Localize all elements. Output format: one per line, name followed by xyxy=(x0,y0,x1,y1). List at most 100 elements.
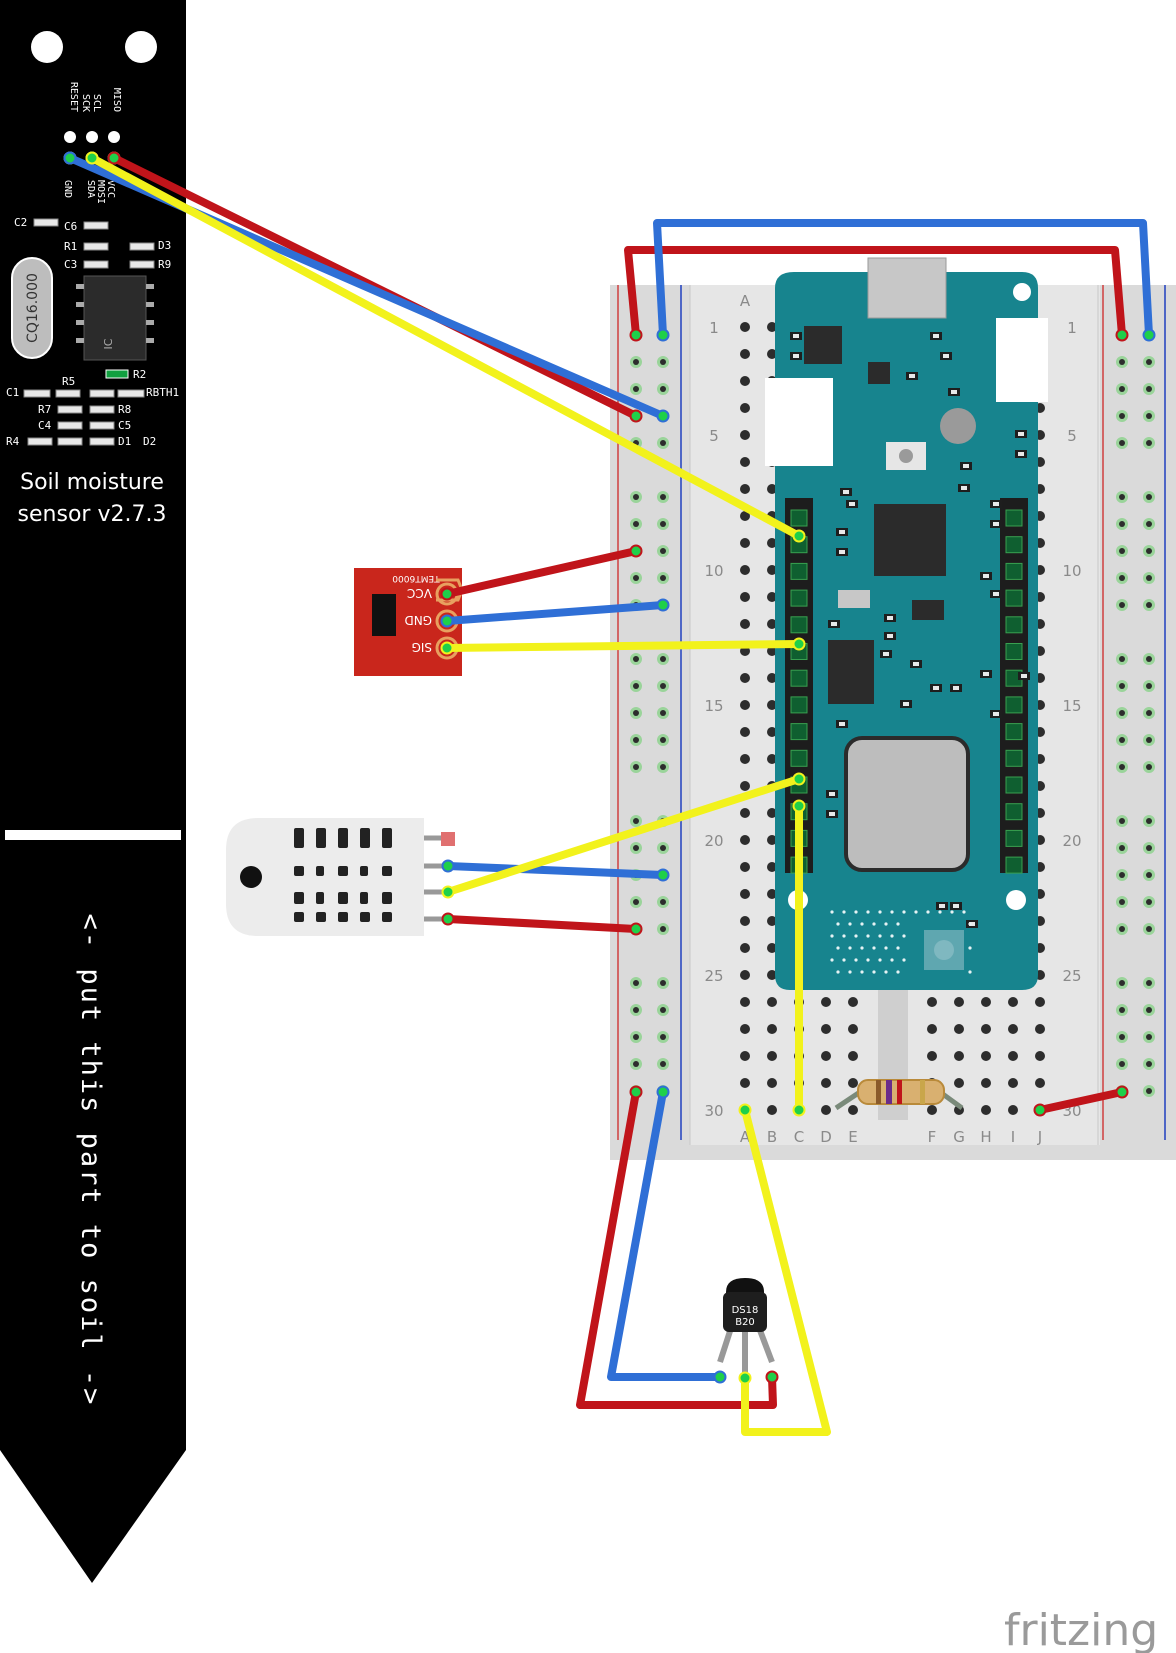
soil-line xyxy=(5,830,181,840)
rail-hole-center xyxy=(633,818,639,824)
rail-hole-center xyxy=(633,710,639,716)
breadboard-hole xyxy=(767,322,777,332)
row-number: 25 xyxy=(1062,967,1081,985)
wire-endpoint xyxy=(441,859,455,873)
rail-hole-center xyxy=(1146,872,1152,878)
wire-endpoint xyxy=(792,1103,806,1117)
board-white-label-left xyxy=(765,378,833,466)
column-label: C xyxy=(794,1128,804,1146)
component-label: RBTH1 xyxy=(146,386,179,399)
header-pin xyxy=(790,723,808,741)
header-pin xyxy=(1005,562,1023,580)
breadboard-hole xyxy=(1035,1078,1045,1088)
breadboard-hole xyxy=(848,997,858,1007)
breadboard-hole xyxy=(767,1105,777,1115)
mount-hole-left xyxy=(31,31,63,63)
smd-pad xyxy=(839,722,845,726)
rail-hole-center xyxy=(1119,548,1125,554)
dht-vent xyxy=(316,866,324,876)
breadboard-hole xyxy=(767,1078,777,1088)
wire-endpoint xyxy=(738,1103,752,1117)
rail-hole-center xyxy=(1119,413,1125,419)
column-label: A xyxy=(740,292,751,310)
rail-hole-center xyxy=(1146,1061,1152,1067)
smd-pad xyxy=(883,652,889,656)
rail-hole-center xyxy=(633,764,639,770)
board-via xyxy=(854,934,858,938)
smd-pad xyxy=(953,904,959,908)
smd-pad xyxy=(951,390,957,394)
ic-pin xyxy=(146,302,154,307)
rail-hole-center xyxy=(1146,926,1152,932)
smd-pad xyxy=(943,354,949,358)
header-pin xyxy=(1005,749,1023,767)
smd-pad xyxy=(953,686,959,690)
board-via xyxy=(866,910,870,914)
header-pin xyxy=(790,749,808,767)
rail-hole-center xyxy=(633,845,639,851)
breadboard-hole xyxy=(767,808,777,818)
board-via xyxy=(890,958,894,962)
breadboard-hole xyxy=(767,619,777,629)
breadboard-hole xyxy=(767,754,777,764)
wire-temt-gnd xyxy=(443,601,667,625)
soil-pin-label: SDA xyxy=(85,180,96,198)
breadboard-hole xyxy=(740,862,750,872)
header-pin xyxy=(1005,776,1023,794)
wire-endpoint xyxy=(1142,328,1156,342)
board-via xyxy=(896,946,900,950)
smd-pad xyxy=(993,592,999,596)
board-via xyxy=(878,934,882,938)
breadboard-hole xyxy=(848,1024,858,1034)
board-via xyxy=(968,922,972,926)
smd-pad xyxy=(993,502,999,506)
rail-hole-center xyxy=(633,1061,639,1067)
wire-endpoint xyxy=(441,885,455,899)
breadboard-hole xyxy=(740,403,750,413)
component-label: C2 xyxy=(14,216,27,229)
smd-pad xyxy=(829,812,835,816)
dht22-sensor xyxy=(226,818,455,936)
wire-ds18b20-gnd xyxy=(607,1088,724,1381)
soil-pin-label: MOSI xyxy=(95,180,106,204)
ic-pin xyxy=(76,302,84,307)
breadboard-hole xyxy=(767,943,777,953)
board-via xyxy=(896,970,900,974)
component-label: C4 xyxy=(38,419,52,432)
row-number: 15 xyxy=(704,697,723,715)
smd-pad xyxy=(913,662,919,666)
component-label: R9 xyxy=(158,258,171,271)
rail-hole-center xyxy=(660,494,666,500)
header-pin xyxy=(1005,509,1023,527)
breadboard-hole xyxy=(740,889,750,899)
rail-hole-center xyxy=(1146,440,1152,446)
breadboard-hole xyxy=(740,835,750,845)
breadboard-hole xyxy=(821,1051,831,1061)
header-pin xyxy=(1005,643,1023,660)
breadboard-hole xyxy=(740,376,750,386)
rail-hole-center xyxy=(633,386,639,392)
breadboard-hole xyxy=(767,889,777,899)
breadboard-hole xyxy=(767,538,777,548)
component-label: C5 xyxy=(118,419,131,432)
breadboard-hole xyxy=(821,1024,831,1034)
smd-pad xyxy=(961,486,967,490)
wire-endpoint xyxy=(792,799,806,813)
breadboard-hole xyxy=(740,943,750,953)
rail-hole-center xyxy=(1119,818,1125,824)
soil-smd-component xyxy=(27,437,53,446)
wire-endpoint xyxy=(656,868,670,882)
breadboard-hole xyxy=(740,619,750,629)
breadboard-hole xyxy=(767,565,777,575)
breadboard-hole xyxy=(740,970,750,980)
rail-hole-center xyxy=(1119,359,1125,365)
ic-pin xyxy=(146,338,154,343)
rail-hole-center xyxy=(1146,413,1152,419)
wire-ds18b20-vcc xyxy=(576,1088,777,1409)
ic-pin xyxy=(76,320,84,325)
board-via xyxy=(830,934,834,938)
breadboard-hole xyxy=(767,592,777,602)
wire-dht-vcc xyxy=(444,915,640,933)
smd-pad xyxy=(849,502,855,506)
